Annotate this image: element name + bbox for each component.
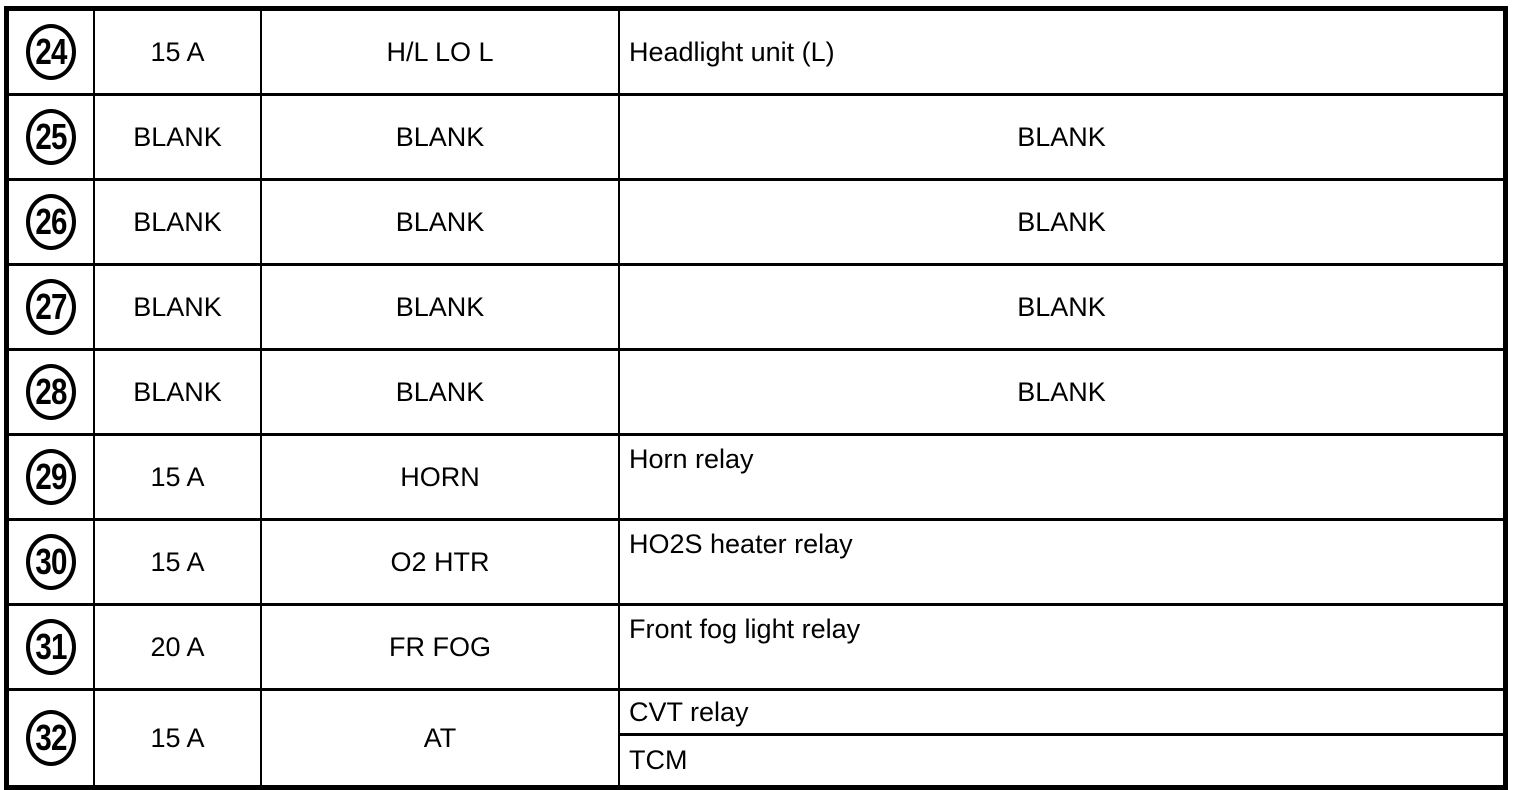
- circuit-cell: BLANK: [620, 266, 1503, 348]
- circuit-label: CVT relay: [629, 696, 749, 727]
- table-row: 28 BLANK BLANK BLANK: [9, 351, 1503, 436]
- table-row: 32 15 A AT CVT relay TCM: [9, 691, 1503, 785]
- amperage-cell: 15 A: [95, 436, 262, 518]
- fuse-name-cell: BLANK: [262, 266, 620, 348]
- circuit-cell: BLANK: [620, 96, 1503, 178]
- fuse-number-label: 27: [35, 286, 67, 327]
- fuse-table: 24 15 A H/L LO L Headlight unit (L) 25 B…: [4, 6, 1508, 790]
- fuse-number-label: 25: [35, 116, 67, 157]
- fuse-name-label: FR FOG: [389, 631, 491, 662]
- fuse-number-badge: 26: [26, 194, 76, 250]
- circuit-label: HO2S heater relay: [629, 529, 853, 559]
- fuse-name-label: BLANK: [395, 291, 485, 322]
- amperage-cell: 15 A: [95, 691, 262, 785]
- table-row: 31 20 A FR FOG Front fog light relay: [9, 606, 1503, 691]
- amperage-cell: 15 A: [95, 11, 262, 93]
- amperage-label: 15 A: [150, 546, 205, 577]
- fuse-number-cell: 31: [9, 606, 95, 688]
- amperage-label: BLANK: [133, 376, 222, 407]
- fuse-name-cell: HORN: [262, 436, 620, 518]
- circuit-cell: Horn relay: [620, 436, 1503, 518]
- fuse-name-cell: BLANK: [262, 96, 620, 178]
- circuit-cell: BLANK: [620, 351, 1503, 433]
- fuse-name-cell: BLANK: [262, 181, 620, 263]
- fuse-number-label: 32: [35, 717, 67, 758]
- fuse-number-label: 26: [35, 201, 67, 242]
- table-row: 29 15 A HORN Horn relay: [9, 436, 1503, 521]
- circuit-label: Headlight unit (L): [629, 36, 835, 67]
- fuse-name-cell: AT: [262, 691, 620, 785]
- fuse-name-cell: BLANK: [262, 351, 620, 433]
- circuit-cell: HO2S heater relay: [620, 521, 1503, 603]
- amperage-cell: BLANK: [95, 351, 262, 433]
- fuse-number-label: 24: [35, 31, 67, 72]
- amperage-label: BLANK: [133, 121, 222, 152]
- fuse-name-label: BLANK: [395, 376, 485, 407]
- circuit-subcell: CVT relay: [620, 691, 1503, 736]
- fuse-name-label: AT: [423, 722, 457, 753]
- circuit-label: BLANK: [1017, 121, 1106, 152]
- table-row: 24 15 A H/L LO L Headlight unit (L): [9, 11, 1503, 96]
- fuse-name-label: BLANK: [395, 121, 485, 152]
- table-row: 27 BLANK BLANK BLANK: [9, 266, 1503, 351]
- fuse-number-cell: 28: [9, 351, 95, 433]
- fuse-number-badge: 32: [26, 710, 76, 766]
- fuse-number-badge: 25: [26, 109, 76, 165]
- fuse-number-cell: 25: [9, 96, 95, 178]
- amperage-label: 15 A: [150, 36, 205, 67]
- amperage-label: BLANK: [133, 206, 222, 237]
- fuse-name-label: H/L LO L: [386, 36, 494, 67]
- fuse-name-cell: FR FOG: [262, 606, 620, 688]
- circuit-cell: Headlight unit (L): [620, 11, 1503, 93]
- fuse-number-badge: 27: [26, 279, 76, 335]
- fuse-number-cell: 32: [9, 691, 95, 785]
- fuse-number-badge: 29: [26, 449, 76, 505]
- fuse-number-cell: 26: [9, 181, 95, 263]
- fuse-number-label: 31: [35, 626, 67, 667]
- fuse-name-label: O2 HTR: [390, 546, 490, 577]
- circuit-label: BLANK: [1017, 376, 1106, 407]
- fuse-name-label: BLANK: [395, 206, 485, 237]
- amperage-label: BLANK: [133, 291, 222, 322]
- fuse-number-cell: 24: [9, 11, 95, 93]
- fuse-name-cell: O2 HTR: [262, 521, 620, 603]
- circuit-label: BLANK: [1017, 291, 1106, 322]
- fuse-number-cell: 30: [9, 521, 95, 603]
- circuit-label: Front fog light relay: [629, 614, 861, 644]
- circuit-cell: CVT relay TCM: [620, 691, 1503, 785]
- fuse-name-cell: H/L LO L: [262, 11, 620, 93]
- amperage-label: 15 A: [150, 722, 205, 753]
- amperage-cell: 15 A: [95, 521, 262, 603]
- circuit-cell: BLANK: [620, 181, 1503, 263]
- circuit-label: Horn relay: [629, 444, 754, 474]
- fuse-number-label: 29: [35, 456, 67, 497]
- amperage-label: 20 A: [150, 631, 205, 662]
- circuit-label: BLANK: [1017, 206, 1106, 237]
- amperage-cell: BLANK: [95, 266, 262, 348]
- fuse-number-badge: 30: [26, 534, 76, 590]
- amperage-label: 15 A: [150, 461, 205, 492]
- circuit-cell: Front fog light relay: [620, 606, 1503, 688]
- amperage-cell: 20 A: [95, 606, 262, 688]
- table-row: 30 15 A O2 HTR HO2S heater relay: [9, 521, 1503, 606]
- table-row: 26 BLANK BLANK BLANK: [9, 181, 1503, 266]
- fuse-number-badge: 31: [26, 619, 76, 675]
- fuse-number-badge: 24: [26, 24, 76, 80]
- fuse-number-cell: 29: [9, 436, 95, 518]
- fuse-name-label: HORN: [400, 461, 480, 492]
- fuse-number-label: 30: [35, 541, 67, 582]
- fuse-number-badge: 28: [26, 364, 76, 420]
- amperage-cell: BLANK: [95, 181, 262, 263]
- amperage-cell: BLANK: [95, 96, 262, 178]
- fuse-number-label: 28: [35, 371, 67, 412]
- circuit-label: TCM: [629, 745, 688, 776]
- fuse-number-cell: 27: [9, 266, 95, 348]
- table-row: 25 BLANK BLANK BLANK: [9, 96, 1503, 181]
- circuit-subcell: TCM: [620, 736, 1503, 785]
